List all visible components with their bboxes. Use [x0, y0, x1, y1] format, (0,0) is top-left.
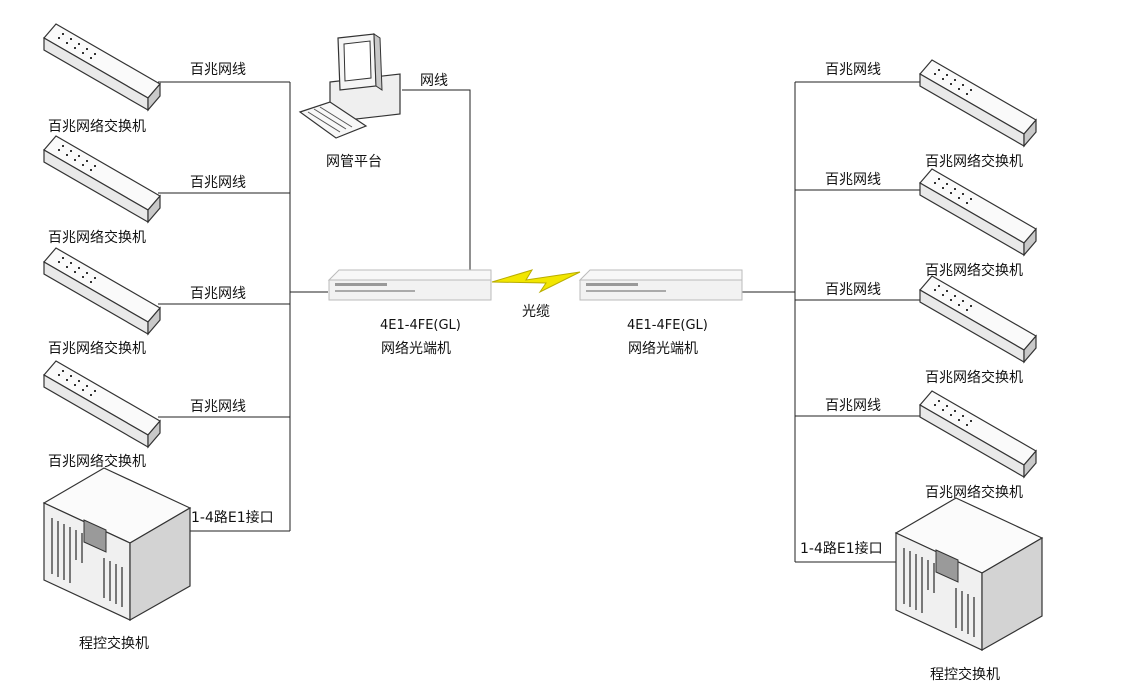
- right-switch-1-label: 百兆网络交换机: [925, 153, 1023, 170]
- right-switch-2: [919, 168, 1037, 256]
- left-switch-4-label: 百兆网络交换机: [48, 453, 146, 470]
- network-switch-icon: [919, 275, 1037, 363]
- left-e1-label: 1-4路E1接口: [191, 509, 274, 526]
- left-switch-1: [43, 23, 161, 111]
- left-switch-4: [43, 360, 161, 448]
- right-pbx-label: 程控交换机: [930, 666, 1000, 683]
- left-cable-label-3: 百兆网线: [190, 286, 246, 302]
- right-optical-terminal: [579, 269, 743, 301]
- network-switch-icon: [43, 247, 161, 335]
- right-switch-3: [919, 275, 1037, 363]
- left-switch-2: [43, 135, 161, 223]
- network-switch-icon: [919, 168, 1037, 256]
- left-optical-model: 4E1-4FE(GL): [380, 318, 461, 333]
- left-switch-3-label: 百兆网络交换机: [48, 340, 146, 357]
- right-switch-4-label: 百兆网络交换机: [925, 484, 1023, 501]
- network-switch-icon: [43, 23, 161, 111]
- left-optical-terminal: [328, 269, 492, 301]
- computer-terminal-icon: [298, 33, 401, 139]
- left-pbx: [43, 467, 191, 621]
- pbx-server-icon: [43, 467, 191, 621]
- right-cable-label-1: 百兆网线: [825, 62, 881, 78]
- network-switch-icon: [43, 135, 161, 223]
- network-switch-icon: [43, 360, 161, 448]
- nms-cable-label: 网线: [420, 73, 448, 89]
- right-optical-name: 网络光端机: [628, 341, 698, 357]
- left-pbx-label: 程控交换机: [79, 635, 149, 652]
- left-cable-label-2: 百兆网线: [190, 175, 246, 191]
- left-optical-name: 网络光端机: [381, 341, 451, 357]
- left-switch-3: [43, 247, 161, 335]
- right-cable-label-3: 百兆网线: [825, 282, 881, 298]
- pbx-server-icon: [895, 497, 1043, 651]
- left-switch-2-label: 百兆网络交换机: [48, 229, 146, 246]
- optical-terminal-icon: [579, 269, 743, 301]
- nms-computer: [298, 33, 401, 139]
- right-pbx: [895, 497, 1043, 651]
- network-switch-icon: [919, 59, 1037, 147]
- right-optical-model: 4E1-4FE(GL): [627, 318, 708, 333]
- left-switch-1-label: 百兆网络交换机: [48, 118, 146, 135]
- optical-terminal-icon: [328, 269, 492, 301]
- right-cable-label-4: 百兆网线: [825, 398, 881, 414]
- left-wiring: [158, 81, 471, 532]
- left-cable-label-1: 百兆网线: [190, 62, 246, 78]
- right-switch-3-label: 百兆网络交换机: [925, 369, 1023, 386]
- right-cable-label-2: 百兆网线: [825, 172, 881, 188]
- right-wiring: [742, 81, 920, 563]
- right-switch-1: [919, 59, 1037, 147]
- nms-platform-label: 网管平台: [326, 154, 382, 170]
- left-cable-label-4: 百兆网线: [190, 399, 246, 415]
- right-e1-label: 1-4路E1接口: [800, 540, 883, 557]
- lightning-bolt-icon: [491, 269, 581, 294]
- right-switch-2-label: 百兆网络交换机: [925, 262, 1023, 279]
- fiber-cable-label: 光缆: [522, 304, 550, 320]
- right-switch-4: [919, 390, 1037, 478]
- network-switch-icon: [919, 390, 1037, 478]
- fiber-link: [491, 269, 581, 294]
